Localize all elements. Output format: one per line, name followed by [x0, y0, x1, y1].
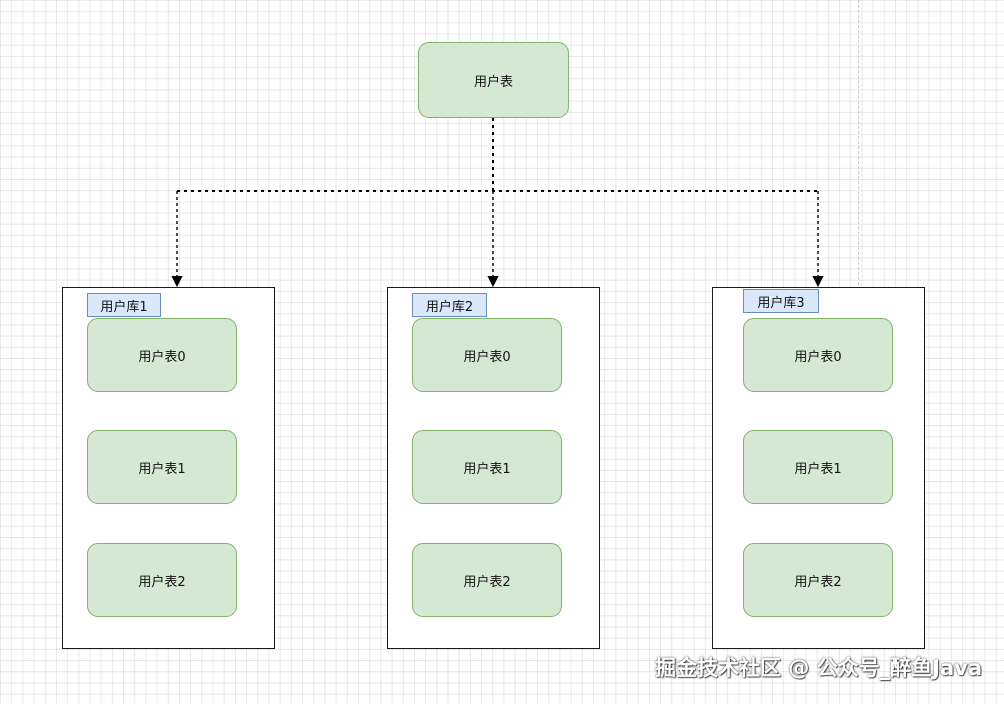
top-user-table-label: 用户表 — [473, 74, 513, 90]
db2-table-label-1: 用户表1 — [463, 461, 511, 477]
db2-table-node-2[interactable]: 用户表2 — [412, 543, 562, 617]
db1-table-label-0: 用户表0 — [138, 349, 186, 365]
db2-table-label-0: 用户表0 — [463, 349, 511, 365]
database-label-1: 用户库1 — [87, 293, 161, 317]
db3-table-label-1: 用户表1 — [794, 461, 842, 477]
db3-table-label-2: 用户表2 — [794, 574, 842, 590]
db3-table-node-1[interactable]: 用户表1 — [743, 430, 893, 504]
db1-table-label-2: 用户表2 — [138, 574, 186, 590]
top-user-table-node[interactable]: 用户表 — [418, 42, 569, 118]
db2-table-node-1[interactable]: 用户表1 — [412, 430, 562, 504]
db3-table-node-0[interactable]: 用户表0 — [743, 318, 893, 392]
db3-table-node-2[interactable]: 用户表2 — [743, 543, 893, 617]
db3-table-label-0: 用户表0 — [794, 349, 842, 365]
db1-table-node-2[interactable]: 用户表2 — [87, 543, 237, 617]
database-label-3: 用户库3 — [743, 289, 819, 313]
db1-table-node-0[interactable]: 用户表0 — [87, 318, 237, 392]
page-guide-line — [858, 0, 859, 290]
watermark-text: 掘金技术社区 @ 公众号_醉鱼Java — [655, 656, 982, 680]
db2-table-label-2: 用户表2 — [463, 574, 511, 590]
db1-table-label-1: 用户表1 — [138, 461, 186, 477]
db1-table-node-1[interactable]: 用户表1 — [87, 430, 237, 504]
db2-table-node-0[interactable]: 用户表0 — [412, 318, 562, 392]
database-label-2: 用户库2 — [412, 293, 487, 317]
